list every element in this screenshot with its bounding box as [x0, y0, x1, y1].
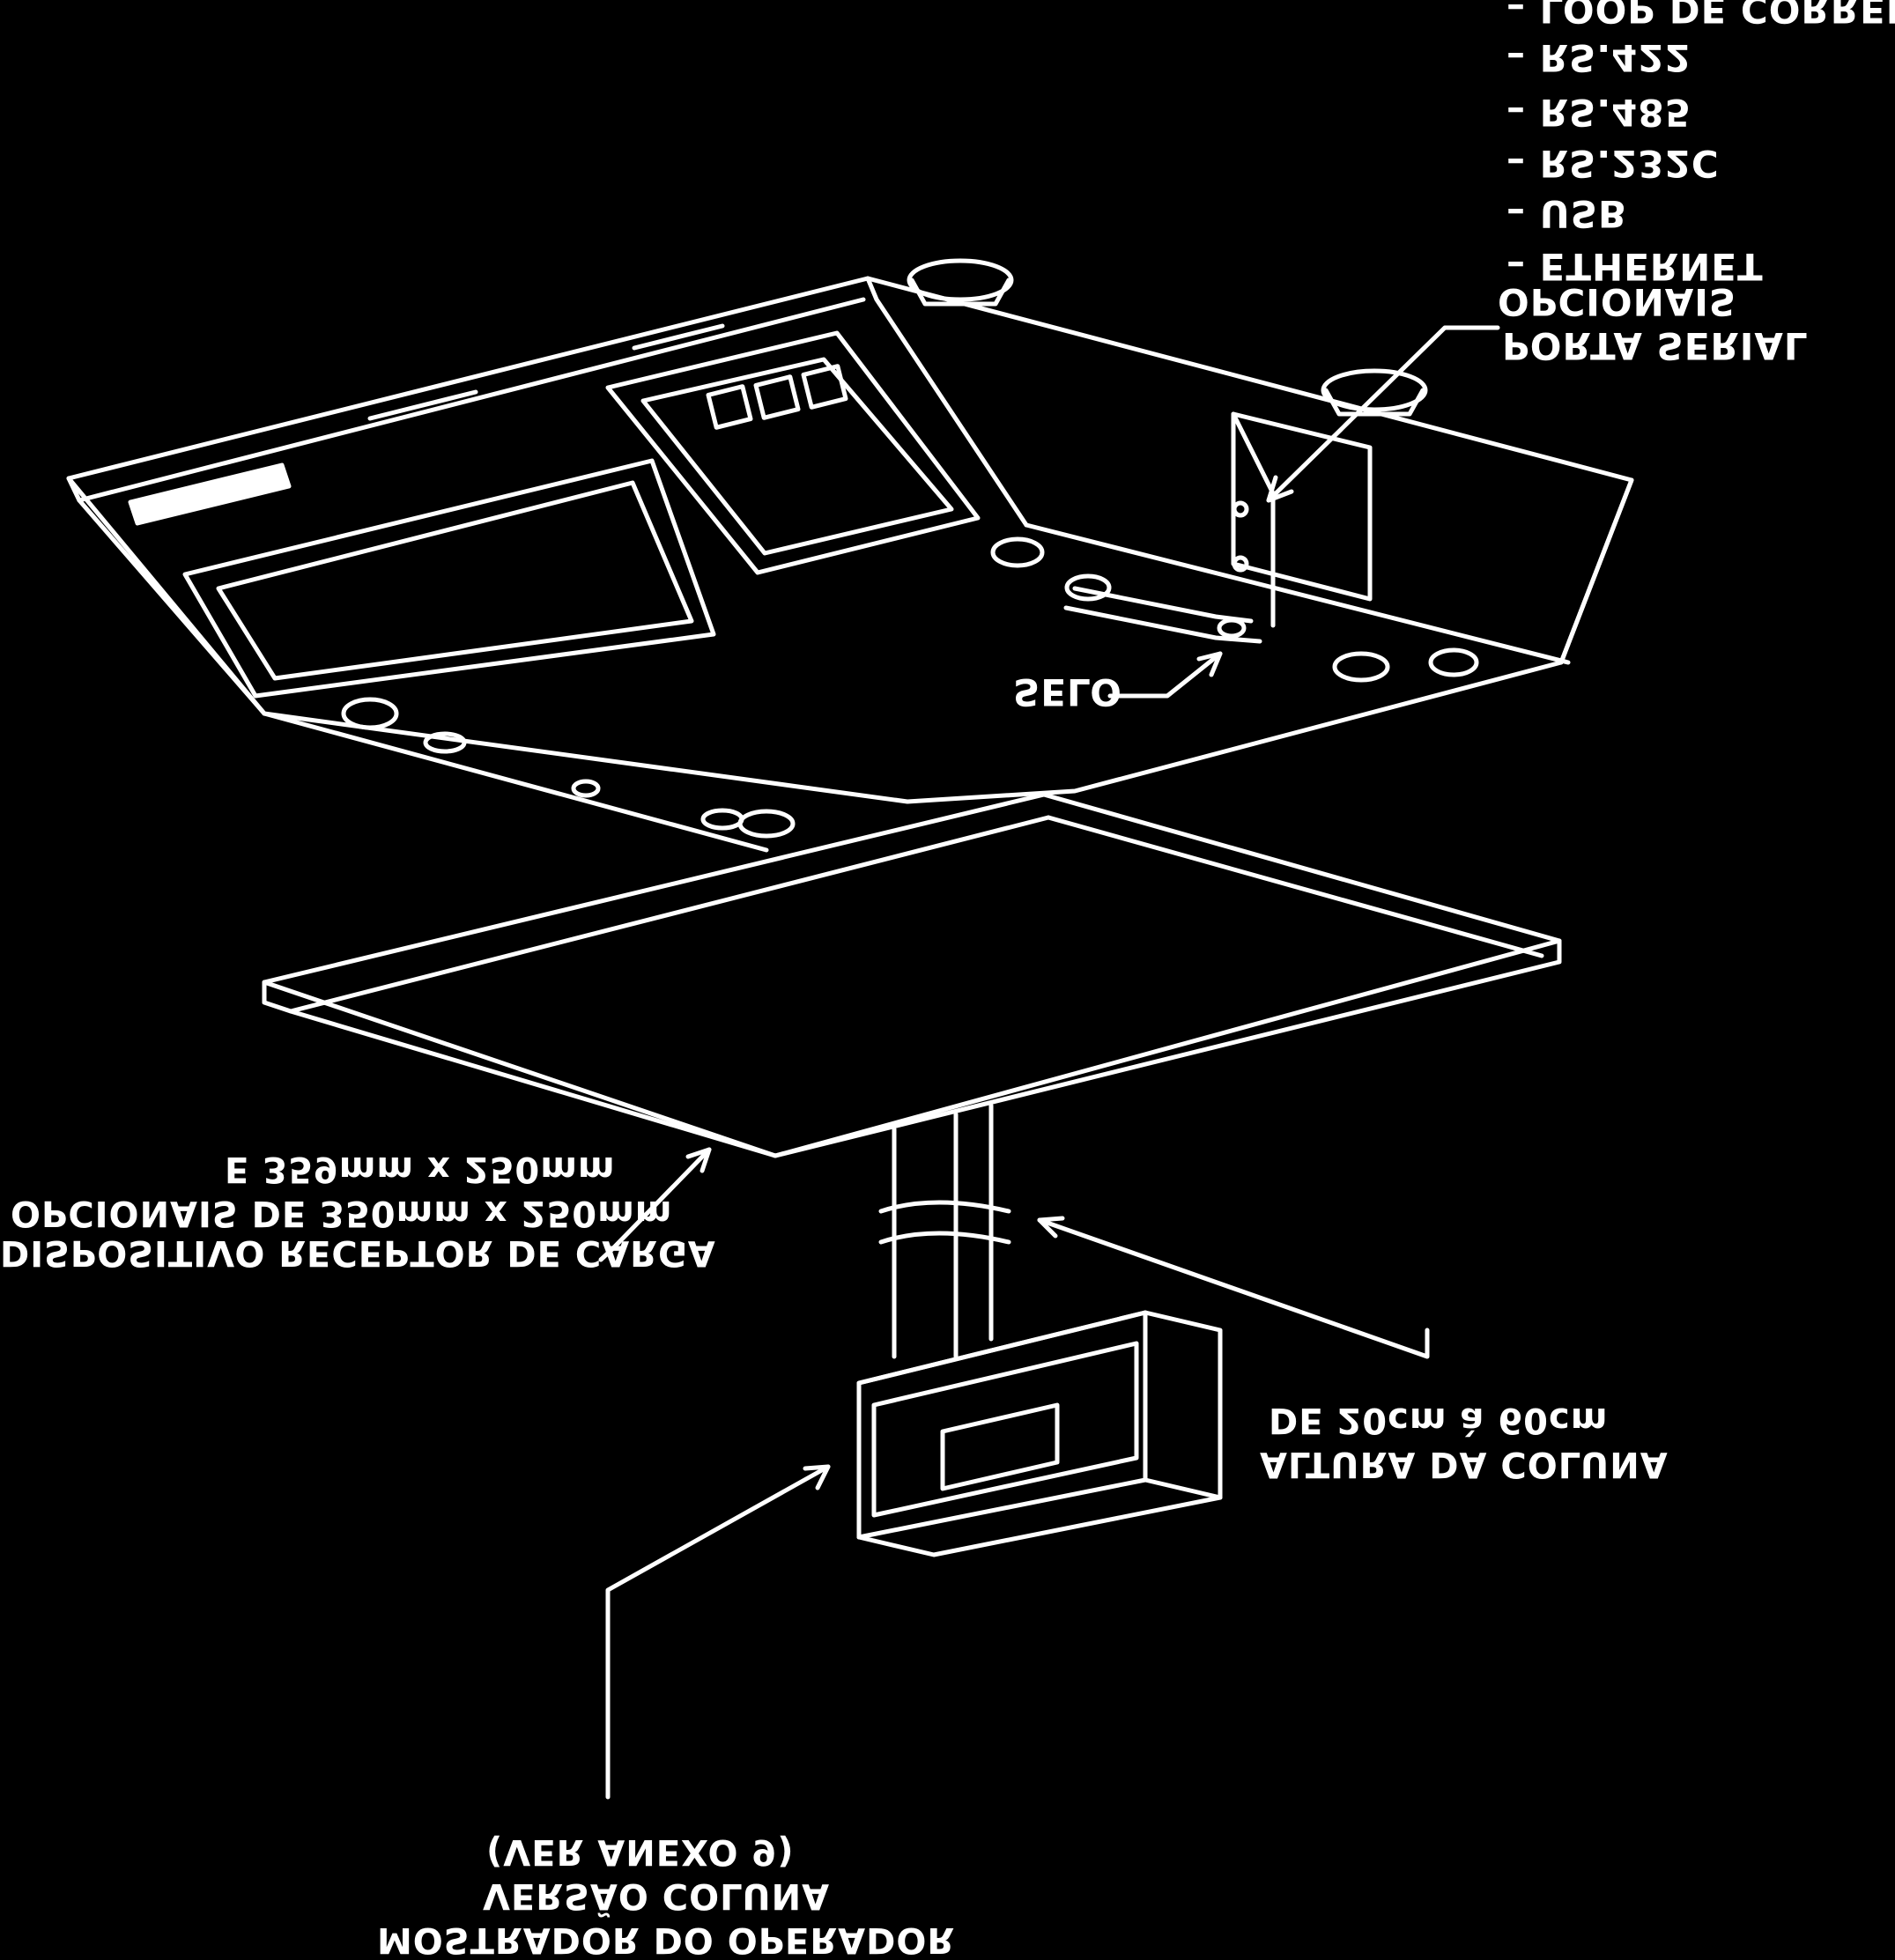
- brand-plate: [128, 462, 292, 526]
- serial-option-rs232c: – RS.232C: [1506, 142, 1720, 185]
- load-receptor-line1: DISPOSITIVO RECEPTOR DE CARGA: [0, 1232, 716, 1273]
- weight-display-window: [182, 458, 716, 699]
- operator-display-line2: VERSÃO COLUNA: [483, 1875, 831, 1916]
- leveling-feet: [907, 258, 1428, 417]
- load-receptor-line3: E 359mm x 250mm: [225, 1149, 616, 1189]
- serial-port-module: [1231, 411, 1373, 628]
- underside-fittings: [341, 536, 1479, 839]
- operator-display: [856, 1310, 1223, 1557]
- load-receptor-line2: OPCIONAIS DE 350mm x 250mm: [11, 1193, 673, 1233]
- serial-option-rs485: – RS.485: [1506, 91, 1691, 134]
- serial-option-rs422: – RS.422: [1506, 36, 1691, 79]
- column-height-line2: DE 20cm à 60cm: [1269, 1400, 1609, 1440]
- serial-option-usb: – USB: [1506, 192, 1627, 235]
- column-height-line1: ALTURA DA COLUNA: [1260, 1444, 1669, 1484]
- seal-label: SELO: [1013, 670, 1122, 714]
- serial-port-title: PORTA SERIAL: [1502, 324, 1809, 367]
- load-platter: [262, 792, 1562, 1158]
- serial-option-ethernet: – ETHERNET: [1506, 245, 1764, 288]
- serial-option-current-loop: – LOOP DE CORRENTE: [1506, 0, 1895, 31]
- leader-lines: [598, 325, 1500, 1800]
- keypad-panel: [605, 330, 981, 575]
- column: [878, 1103, 1011, 1359]
- operator-display-line3: (VER ANEXO 9): [486, 1831, 795, 1872]
- operator-display-line1: MOSTRADOR DO OPERADOR: [377, 1919, 956, 1960]
